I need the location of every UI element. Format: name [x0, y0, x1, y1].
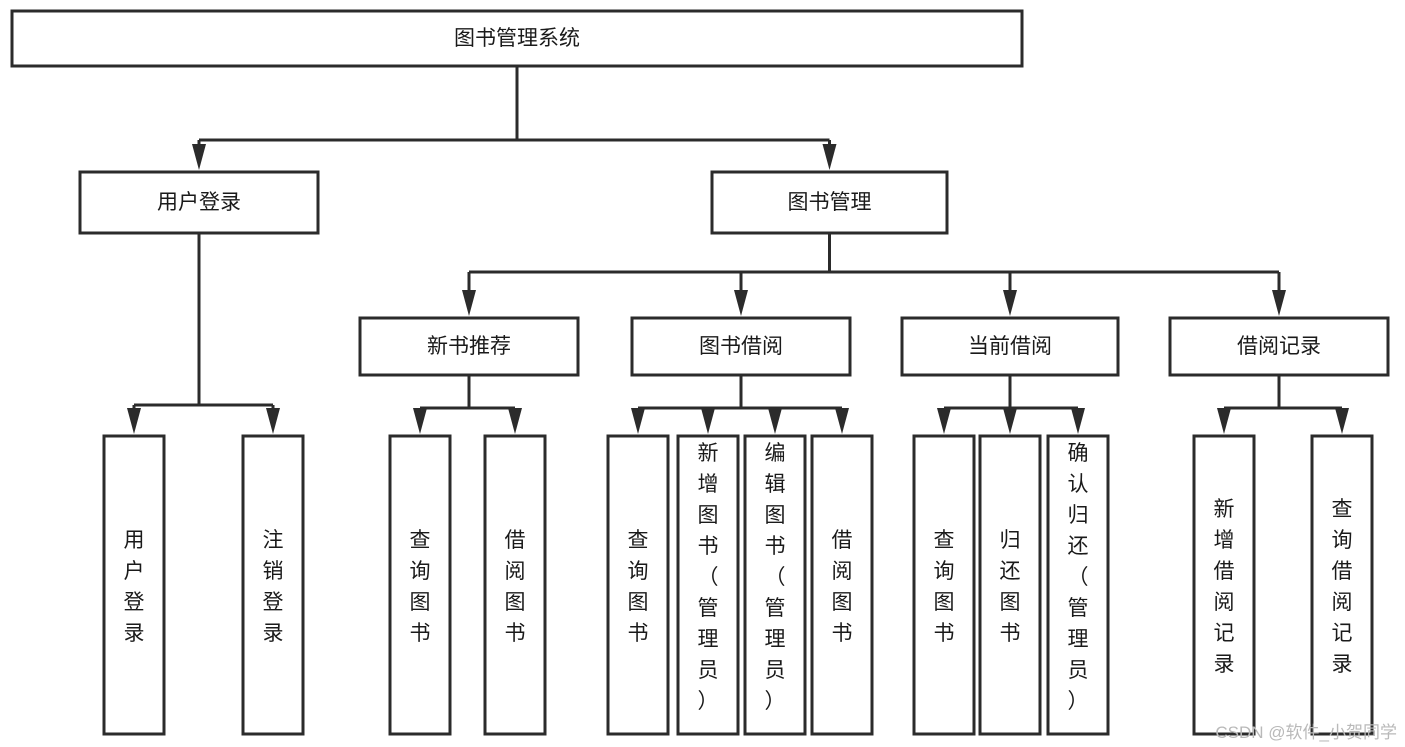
node-box[interactable] [978, 434, 1042, 736]
node-r-query[interactable]: 查询借阅记录 [1310, 434, 1374, 736]
node-b-query[interactable]: 查询图书 [606, 434, 670, 736]
node-label: 用户登录 [157, 191, 241, 214]
arrow-head-icon [734, 290, 748, 316]
node-label: 图书管理系统 [454, 27, 580, 50]
node-label: 确认归还（管理员） [1068, 442, 1089, 713]
node-box[interactable] [810, 434, 874, 736]
node-c-return[interactable]: 归还图书 [978, 434, 1042, 736]
connector-group [1217, 375, 1349, 434]
arrow-head-icon [835, 408, 849, 434]
node-r-add[interactable]: 新增借阅记录 [1192, 434, 1256, 736]
node-box[interactable] [900, 316, 1120, 377]
node-label: 新增借阅记录 [1214, 498, 1235, 676]
node-root[interactable]: 图书管理系统 [10, 9, 1024, 68]
connector-layer [127, 66, 1349, 434]
arrow-head-icon [192, 144, 206, 170]
node-b-lend[interactable]: 借阅图书 [810, 434, 874, 736]
arrow-head-icon [701, 408, 715, 434]
node-label: 图书管理 [788, 191, 872, 214]
arrow-head-icon [1217, 408, 1231, 434]
node-label: 借阅记录 [1237, 335, 1321, 358]
node-label: 归还图书 [1000, 529, 1021, 645]
arrow-head-icon [266, 408, 280, 434]
node-label: 查询借阅记录 [1332, 498, 1353, 676]
node-label: 查询图书 [934, 529, 955, 645]
node-records[interactable]: 借阅记录 [1168, 316, 1390, 377]
node-c-query[interactable]: 查询图书 [912, 434, 976, 736]
node-box[interactable] [388, 434, 452, 736]
node-label: 新增图书（管理员） [698, 442, 719, 713]
node-box[interactable] [606, 434, 670, 736]
node-label: 图书借阅 [699, 335, 783, 358]
arrow-head-icon [768, 408, 782, 434]
node-box[interactable] [1046, 434, 1110, 736]
arrow-head-icon [1335, 408, 1349, 434]
arrow-head-icon [1003, 290, 1017, 316]
node-box[interactable] [241, 434, 305, 736]
node-layer: 图书管理系统用户登录图书管理新书推荐图书借阅当前借阅借阅记录用户登录注销登录查询… [10, 9, 1390, 736]
arrow-head-icon [822, 144, 837, 170]
node-box[interactable] [630, 316, 852, 377]
node-label: 当前借阅 [968, 335, 1052, 358]
node-n-query[interactable]: 查询图书 [388, 434, 452, 736]
arrow-head-icon [1003, 408, 1017, 434]
node-label: 借阅图书 [832, 529, 853, 645]
node-box[interactable] [483, 434, 547, 736]
node-borrow[interactable]: 图书借阅 [630, 316, 852, 377]
node-label: 编辑图书（管理员） [765, 442, 786, 713]
node-box[interactable] [912, 434, 976, 736]
node-box[interactable] [1168, 316, 1390, 377]
arrow-head-icon [127, 408, 141, 434]
connector-group [413, 375, 522, 434]
node-n-borrow[interactable]: 借阅图书 [483, 434, 547, 736]
node-l-logout[interactable]: 注销登录 [241, 434, 305, 736]
node-b-edit[interactable]: 编辑图书（管理员） [743, 434, 807, 736]
arrow-head-icon [413, 408, 427, 434]
node-box[interactable] [358, 316, 580, 377]
connector-group [192, 66, 837, 170]
arrow-head-icon [631, 408, 645, 434]
node-b-add[interactable]: 新增图书（管理员） [676, 434, 740, 736]
connector-group [631, 375, 849, 434]
node-box[interactable] [78, 170, 320, 235]
connector-group [127, 233, 280, 434]
node-bookmgmt[interactable]: 图书管理 [710, 170, 949, 235]
node-current[interactable]: 当前借阅 [900, 316, 1120, 377]
node-c-confirm[interactable]: 确认归还（管理员） [1046, 434, 1110, 736]
arrow-head-icon [1071, 408, 1085, 434]
node-box[interactable] [676, 434, 740, 736]
node-l-login[interactable]: 用户登录 [102, 434, 166, 736]
connector-group [462, 233, 1286, 316]
node-box[interactable] [1192, 434, 1256, 736]
arrow-head-icon [1272, 290, 1286, 316]
arrow-head-icon [462, 290, 476, 316]
node-label: 查询图书 [410, 529, 431, 645]
node-box[interactable] [10, 9, 1024, 68]
arrow-head-icon [937, 408, 951, 434]
connector-group [937, 375, 1085, 434]
node-box[interactable] [1310, 434, 1374, 736]
node-box[interactable] [743, 434, 807, 736]
node-box[interactable] [102, 434, 166, 736]
node-login[interactable]: 用户登录 [78, 170, 320, 235]
node-label: 查询图书 [628, 529, 649, 645]
node-label: 新书推荐 [427, 335, 511, 358]
node-box[interactable] [710, 170, 949, 235]
node-label: 注销登录 [263, 529, 284, 645]
node-label: 用户登录 [124, 529, 145, 645]
node-newbook[interactable]: 新书推荐 [358, 316, 580, 377]
arrow-head-icon [508, 408, 522, 434]
node-label: 借阅图书 [505, 529, 526, 645]
